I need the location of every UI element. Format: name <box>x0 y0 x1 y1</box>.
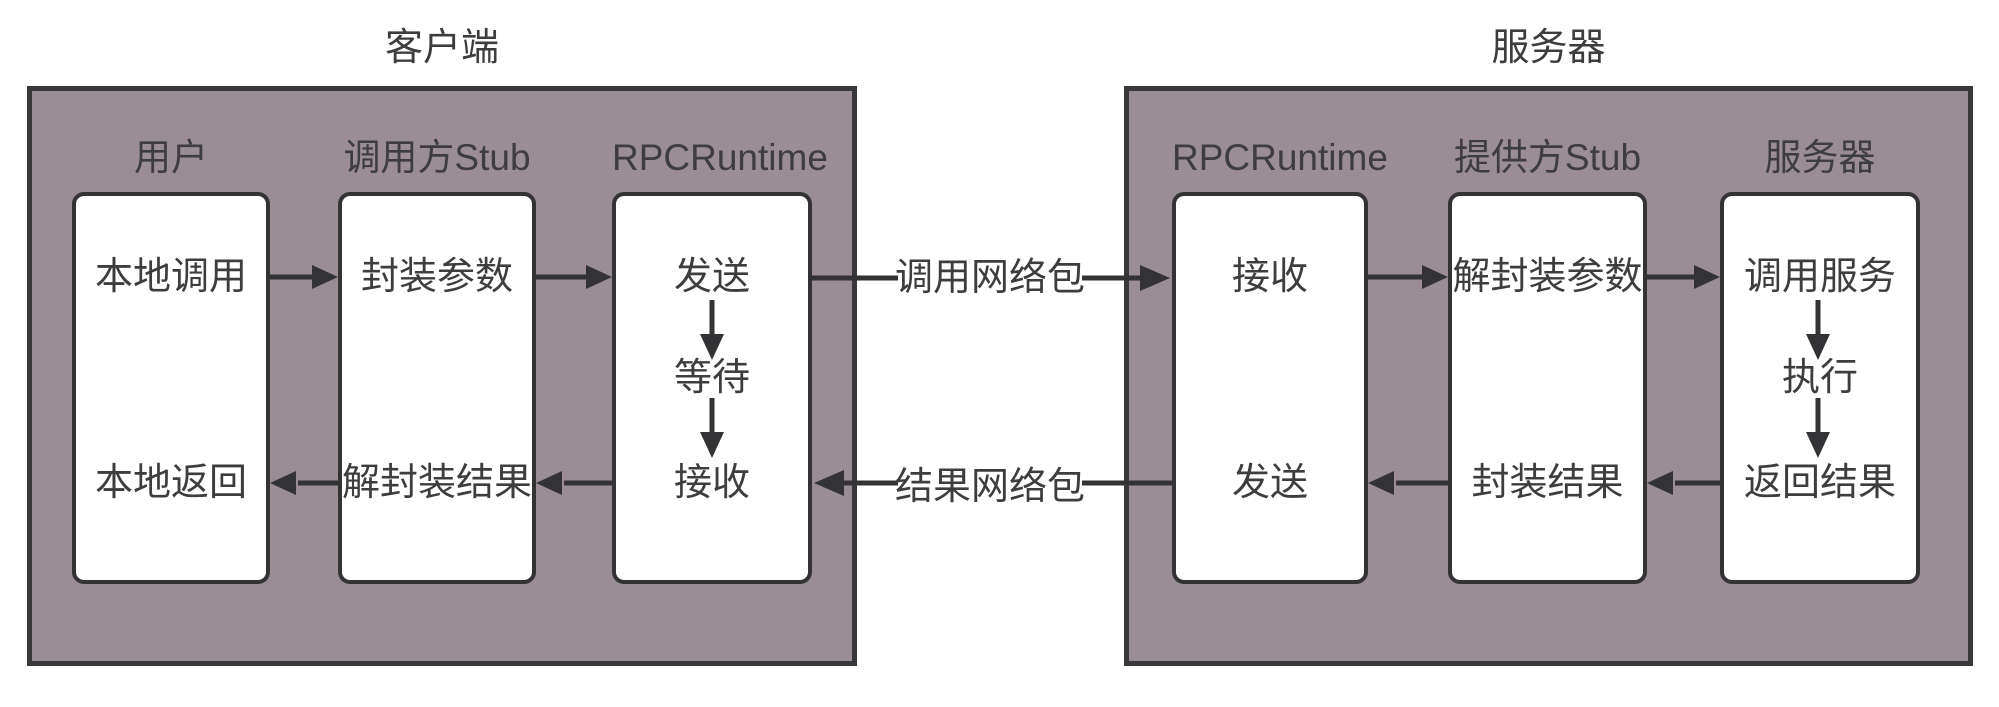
client-caller-stub-column-label: 调用方Stub <box>343 137 531 178</box>
server-server-box <box>1720 192 1920 584</box>
client-local-return-text: 本地返回 <box>94 462 247 504</box>
client-rpcruntime-column-label: RPCRuntime <box>612 137 828 178</box>
server-return-result-text: 返回结果 <box>1743 462 1896 504</box>
server-receive-text: 接收 <box>1231 256 1308 298</box>
client-caller-stub-box <box>338 192 536 584</box>
client-user-box <box>72 192 270 584</box>
response-packet-label: 结果网络包 <box>894 466 1085 508</box>
client-local-call-text: 本地调用 <box>94 256 247 298</box>
server-call-service-text: 调用服务 <box>1743 256 1896 298</box>
client-user-column-label: 用户 <box>134 137 208 178</box>
client-unpack-result-text: 解封装结果 <box>341 462 532 504</box>
server-execute-text: 执行 <box>1781 357 1858 399</box>
server-panel-title: 服务器 <box>1491 27 1606 69</box>
server-send-text: 发送 <box>1231 462 1308 504</box>
client-rpcruntime-box <box>612 192 812 584</box>
server-pack-result-text: 封装结果 <box>1471 462 1624 504</box>
server-unpack-params-text: 解封装参数 <box>1452 256 1643 298</box>
client-send-text: 发送 <box>673 256 750 298</box>
client-pack-params-text: 封装参数 <box>360 256 513 298</box>
server-provider-stub-column-label: 提供方Stub <box>1453 137 1642 178</box>
request-packet-label: 调用网络包 <box>894 257 1085 299</box>
client-receive-text: 接收 <box>673 462 750 504</box>
server-rpcruntime-box <box>1172 192 1368 584</box>
client-wait-text: 等待 <box>673 357 750 399</box>
client-panel-title: 客户端 <box>384 27 499 69</box>
server-provider-stub-box <box>1448 192 1647 584</box>
server-server-column-label: 服务器 <box>1764 137 1876 178</box>
server-rpcruntime-column-label: RPCRuntime <box>1172 137 1388 178</box>
